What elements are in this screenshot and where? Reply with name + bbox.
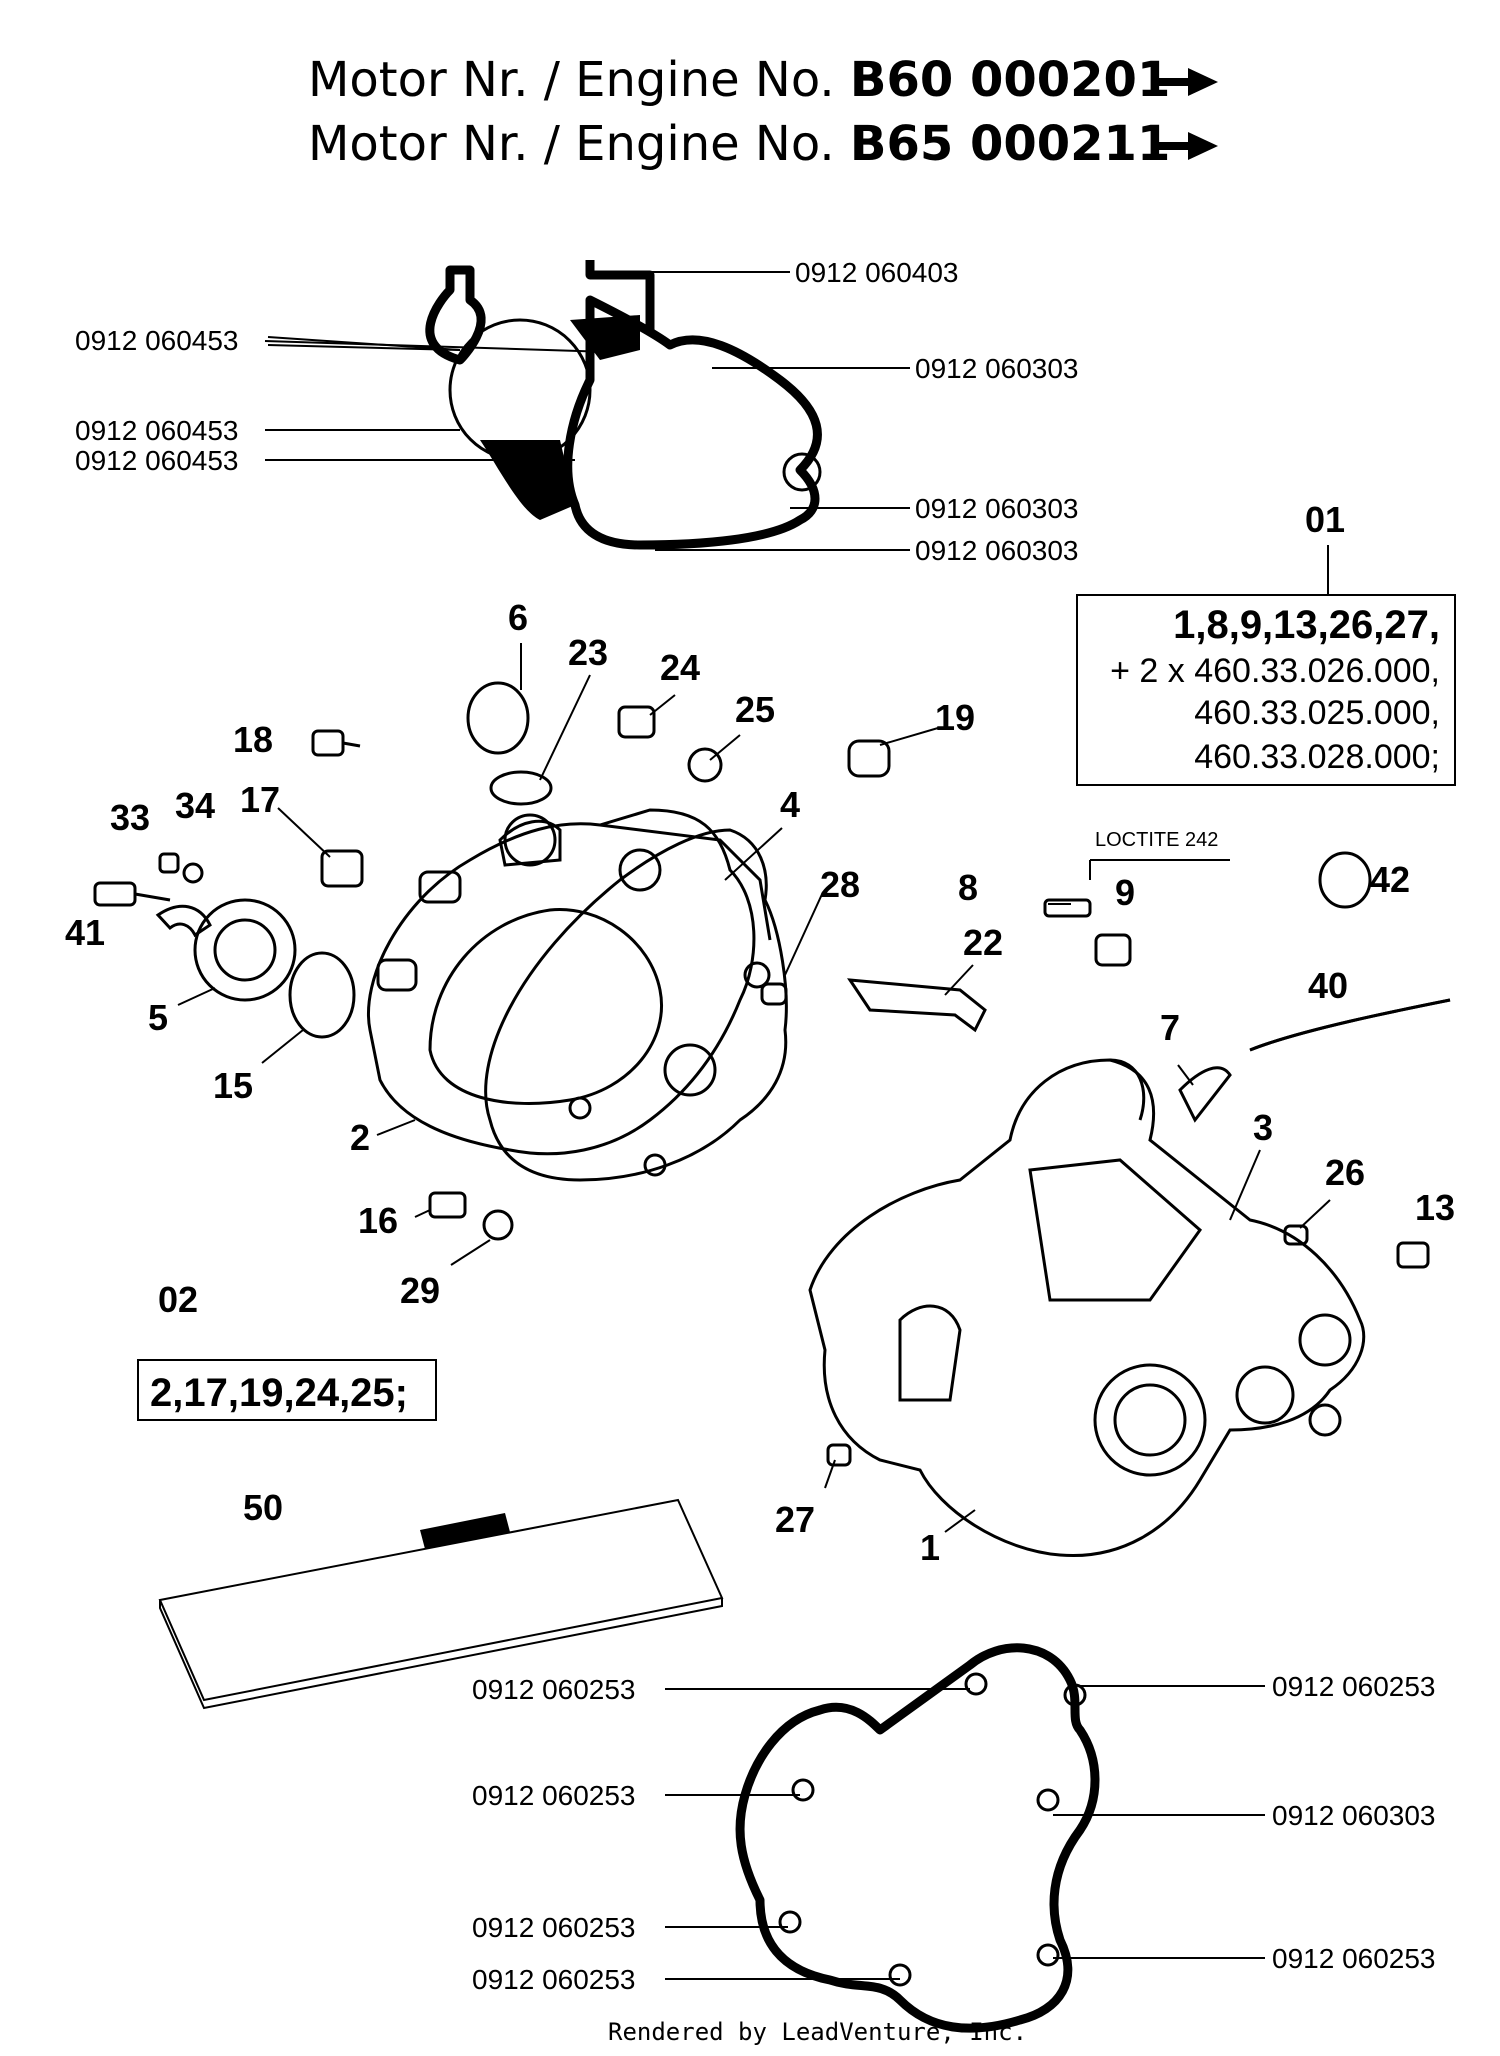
part-label-18: 18 <box>233 719 273 760</box>
part-label-24: 24 <box>660 647 700 688</box>
callout-top-5: 0912 060453 <box>75 445 239 476</box>
part-label-34: 34 <box>175 785 215 826</box>
callout-bottom-4: 0912 060303 <box>1272 1800 1436 1831</box>
screw-24-drawing <box>617 705 656 739</box>
header-line-1: Motor Nr. / Engine No. B60 000201 <box>308 52 1170 108</box>
sleeve-28-drawing <box>760 982 788 1006</box>
callout-top-1: 0912 060403 <box>795 257 959 288</box>
callout-top-4: 0912 060453 <box>75 415 239 446</box>
part-label-26: 26 <box>1325 1152 1365 1193</box>
part-label-1: 1 <box>920 1527 940 1568</box>
logo-drawing <box>420 1513 510 1549</box>
callout-top-6: 0912 060303 <box>915 493 1079 524</box>
top-gasket-drawing <box>425 260 822 550</box>
callout-bottom-7: 0912 060253 <box>472 1964 636 1995</box>
part-label-7: 7 <box>1160 1007 1180 1048</box>
part-label-28: 28 <box>820 864 860 905</box>
bushing-19-drawing <box>847 739 891 778</box>
part-label-19: 19 <box>935 697 975 738</box>
part-label-25: 25 <box>735 689 775 730</box>
part-label-33: 33 <box>110 797 150 838</box>
part-label-22: 22 <box>963 922 1003 963</box>
part-label-5: 5 <box>148 997 168 1038</box>
part-label-15: 15 <box>213 1065 253 1106</box>
part-label-8: 8 <box>958 867 978 908</box>
part-label-17: 17 <box>240 779 280 820</box>
fitting-7-drawing <box>1178 1066 1232 1123</box>
small-parts-drawing <box>311 681 1451 1467</box>
arrow-right-icon <box>1188 132 1218 160</box>
kit-01-box <box>1076 594 1456 786</box>
part-label-6: 6 <box>508 597 528 638</box>
bottom-gasket-callouts: 0912 060253 0912 060253 0912 060253 0912… <box>472 1671 1436 1995</box>
part-label-4: 4 <box>780 784 800 825</box>
part-label-13: 13 <box>1415 1187 1455 1228</box>
callout-bottom-6: 0912 060253 <box>1272 1943 1436 1974</box>
callout-bottom-2: 0912 060253 <box>1272 1671 1436 1702</box>
plug-13-drawing <box>1396 1241 1430 1269</box>
part-label-41: 41 <box>65 912 105 953</box>
kit-01-line-4: 460.33.028.000; <box>1194 738 1440 776</box>
kit-01-line-3: 460.33.025.000, <box>1194 694 1440 732</box>
callout-bottom-1: 0912 060253 <box>472 1674 636 1705</box>
kit-01-line-2: + 2 x 460.33.026.000, <box>1110 652 1440 690</box>
part-leader-lines <box>177 643 1331 1533</box>
footer-credit: Rendered by LeadVenture, Inc. <box>608 2018 1027 2046</box>
part-label-3: 3 <box>1253 1107 1273 1148</box>
sleeve-9-drawing <box>1094 933 1132 967</box>
plug-6-drawing <box>466 681 530 755</box>
kit-02-box <box>137 1359 437 1421</box>
screw-18-drawing <box>311 729 345 757</box>
plug-17-drawing <box>320 849 364 888</box>
part-label-16: 16 <box>358 1200 398 1241</box>
kit-02-line: 2,17,19,24,25; <box>150 1371 408 1415</box>
part-label-2: 2 <box>350 1117 370 1158</box>
clamp-42-drawing <box>1318 851 1372 909</box>
clutch-cover-drawing <box>367 808 772 1156</box>
crankcase-drawing <box>808 1058 1366 1558</box>
part-label-29: 29 <box>400 1270 440 1311</box>
screw-16-drawing <box>428 1191 467 1219</box>
arrow-right-icon <box>1188 68 1218 96</box>
header-line-2: Motor Nr. / Engine No. B65 000211 <box>308 116 1170 172</box>
kit-02: 02 2,17,19,24,25; <box>137 1279 437 1421</box>
sleeve-27-drawing <box>826 1443 852 1467</box>
kit-01-line-1: 1,8,9,13,26,27, <box>1173 603 1440 647</box>
kit-02-label: 02 <box>158 1279 198 1320</box>
gasket-set-manual-drawing <box>158 1498 724 1710</box>
sleeve-26-drawing <box>1283 1224 1309 1246</box>
kit-01: 01 1,8,9,13,26,27, + 2 x 460.33.026.000,… <box>1076 499 1456 786</box>
part-label-50: 50 <box>243 1487 283 1528</box>
kit-01-label: 01 <box>1305 499 1345 540</box>
callout-top-2: 0912 060453 <box>75 325 239 356</box>
guide-22-drawing <box>847 978 987 1033</box>
water-pump-drawing <box>93 852 356 1039</box>
loctite-note: LOCTITE 242 <box>1095 829 1218 851</box>
part-label-42: 42 <box>1370 859 1410 900</box>
washer-25-drawing <box>687 747 723 783</box>
part-label-23: 23 <box>568 632 608 673</box>
part-label-40: 40 <box>1308 965 1348 1006</box>
hose-40-inner <box>1249 998 1451 1052</box>
callout-top-3: 0912 060303 <box>915 353 1079 384</box>
part-label-9: 9 <box>1115 872 1135 913</box>
part-label-27: 27 <box>775 1499 815 1540</box>
oring-23-drawing <box>489 770 553 806</box>
callout-bottom-3: 0912 060253 <box>472 1780 636 1811</box>
callout-bottom-5: 0912 060253 <box>472 1912 636 1943</box>
washer-29-drawing <box>482 1209 514 1241</box>
callout-top-7: 0912 060303 <box>915 535 1079 566</box>
top-gasket-callouts: 0912 060403 0912 060453 0912 060303 0912… <box>75 257 1079 566</box>
part-numbers: 6 23 24 25 19 18 17 34 33 41 5 15 2 4 28… <box>65 597 1455 1568</box>
header: Motor Nr. / Engine No. B60 000201 Motor … <box>308 52 1218 172</box>
clutch-gasket-drawing <box>484 828 788 1182</box>
screw-8-drawing <box>1043 898 1092 918</box>
bottom-gasket-drawing <box>735 1643 1100 2033</box>
